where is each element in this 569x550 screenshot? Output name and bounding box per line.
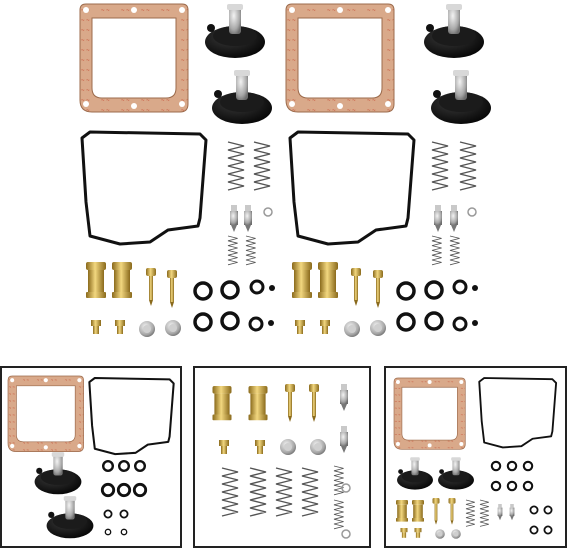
pilot-screw: [146, 268, 156, 306]
o-ring: [249, 279, 265, 295]
pilot-jet: [115, 320, 125, 334]
float-needle: [434, 205, 442, 232]
float-bowl-top-gasket: [79, 3, 189, 113]
o-ring: [396, 281, 416, 301]
pilot-screw: [351, 268, 361, 306]
float-bowl-top-gasket: [393, 377, 466, 450]
pilot-jet: [295, 320, 305, 334]
main-jet-holder: [248, 386, 268, 421]
plug-cap: [165, 320, 181, 336]
small-spring: [449, 235, 461, 266]
plug-cap: [310, 439, 326, 455]
float-needle: [230, 205, 238, 232]
diaphragm: [205, 4, 265, 58]
plug-cap: [344, 321, 360, 337]
top-kit-left: [79, 3, 275, 337]
plug-cap: [280, 439, 296, 455]
o-ring: [193, 312, 213, 332]
pilot-jet: [91, 320, 101, 334]
o-ring-small: [472, 285, 478, 291]
plug-cap: [139, 321, 155, 337]
main-jet-holder: [318, 262, 338, 298]
plug-cap: [435, 529, 445, 539]
o-ring: [248, 316, 264, 332]
diaphragm: [424, 4, 484, 58]
main-jet-holder: [292, 262, 312, 298]
diaphragm: [212, 70, 272, 124]
spring: [459, 141, 477, 191]
spring: [227, 141, 245, 191]
o-ring: [220, 280, 240, 300]
detail-panel-gaskets-diaphragms: [0, 366, 182, 548]
o-ring: [452, 316, 468, 332]
washer: [263, 207, 273, 217]
o-ring-small: [472, 320, 478, 326]
spring: [253, 141, 271, 191]
top-kit-right: [285, 3, 491, 337]
float-needle: [244, 205, 252, 232]
pilot-screw: [167, 270, 177, 308]
o-ring: [452, 279, 468, 295]
washer: [467, 207, 477, 217]
o-ring-small: [269, 285, 275, 291]
float-bowl-top-gasket: [285, 3, 395, 113]
detail-panel-jets-springs: [193, 366, 371, 548]
o-ring: [396, 312, 416, 332]
small-spring: [245, 235, 257, 266]
main-jet-holder: [112, 262, 132, 298]
spring: [431, 141, 449, 191]
plug-cap: [451, 529, 461, 539]
pilot-screw: [373, 270, 383, 308]
diaphragm: [431, 70, 491, 124]
o-ring: [220, 311, 240, 331]
small-spring: [431, 235, 443, 266]
pilot-jet: [320, 320, 330, 334]
o-ring: [424, 280, 444, 300]
detail-panel-full-kit: [384, 366, 567, 548]
main-jet-holder: [412, 500, 424, 522]
o-ring: [424, 311, 444, 331]
main-jet-holder: [86, 262, 106, 298]
main-jet-holder: [212, 386, 232, 421]
main-jet-holder: [396, 500, 408, 522]
float-bowl-gasket: [288, 130, 416, 246]
float-needle: [450, 205, 458, 232]
small-spring: [227, 235, 239, 266]
o-ring-small: [268, 320, 274, 326]
float-bowl-gasket: [80, 130, 208, 246]
plug-cap: [370, 320, 386, 336]
float-bowl-top-gasket: [7, 375, 84, 452]
washer: [341, 483, 351, 493]
washer: [341, 529, 351, 539]
o-ring: [193, 281, 213, 301]
